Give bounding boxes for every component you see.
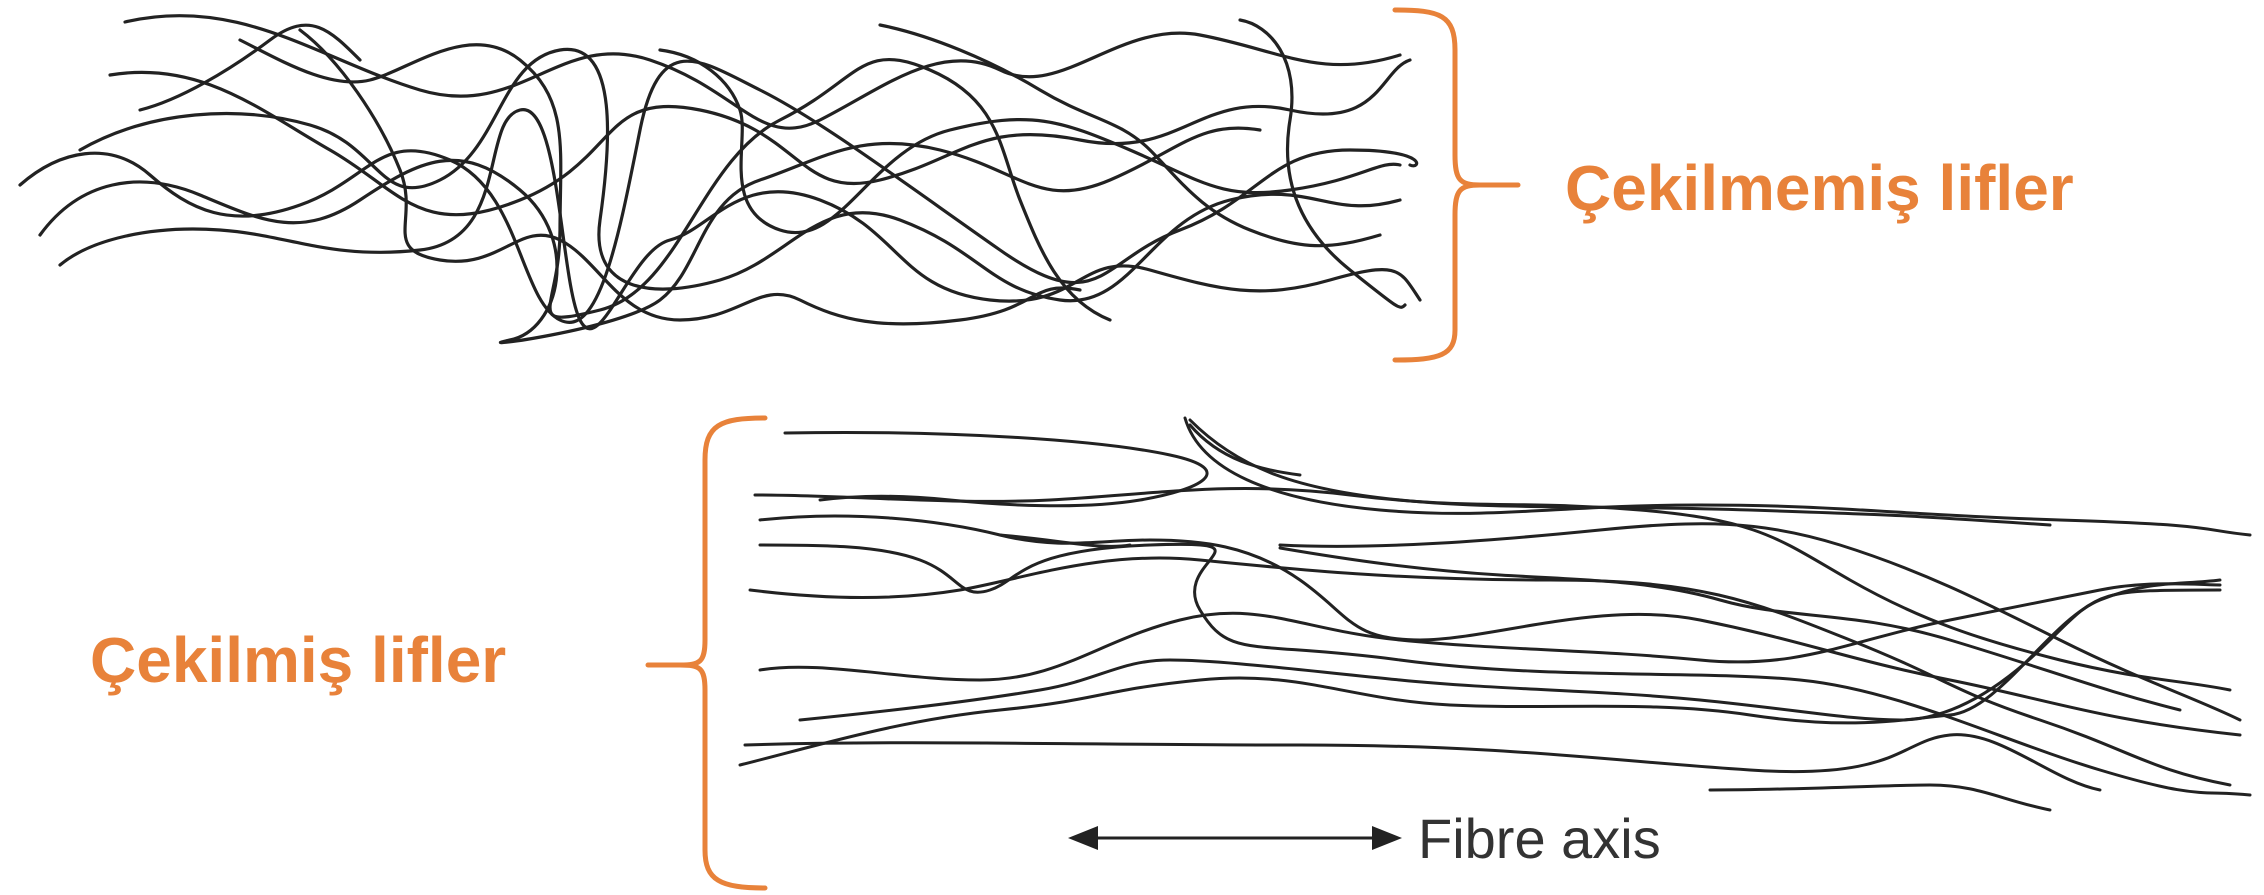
undrawn-fiber-10 bbox=[880, 25, 1380, 246]
drawn-fiber-2 bbox=[1185, 418, 2250, 535]
drawn-fiber-15 bbox=[1190, 425, 1300, 475]
undrawn-fiber-3 bbox=[20, 61, 1417, 322]
undrawn-fiber-7 bbox=[240, 40, 1110, 320]
drawn-fiber-7 bbox=[1280, 524, 2240, 720]
undrawn-fiber-12 bbox=[140, 25, 360, 110]
drawn-fiber-4 bbox=[760, 516, 2240, 735]
undrawn-fiber-2 bbox=[110, 60, 1410, 215]
drawn-fiber-11 bbox=[745, 735, 2100, 790]
fibre-axis-label: Fibre axis bbox=[1418, 807, 1661, 870]
undrawn-fibers-label: Çekilmemiş lifler bbox=[1565, 152, 2074, 224]
undrawn-fiber-9 bbox=[300, 30, 1080, 324]
drawn-fiber-14 bbox=[1710, 785, 2050, 810]
drawn-fiber-10 bbox=[740, 580, 2220, 765]
drawn-fibers-label: Çekilmiş lifler bbox=[90, 624, 506, 696]
drawn-fiber-13 bbox=[1280, 548, 2180, 710]
double-headed-arrow-icon bbox=[1068, 826, 1402, 850]
undrawn-fibers-group bbox=[20, 16, 1420, 343]
undrawn-fiber-6 bbox=[40, 128, 1260, 343]
drawn-brace bbox=[680, 418, 765, 888]
undrawn-fiber-1 bbox=[125, 16, 1400, 129]
drawn-fibers-group bbox=[740, 418, 2250, 810]
